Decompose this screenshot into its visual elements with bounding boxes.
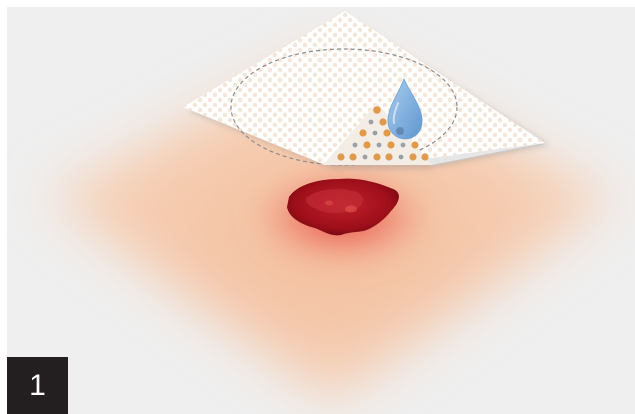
step-number-badge: 1 — [7, 357, 68, 414]
illustration-panel: 1 — [7, 7, 635, 414]
wound-dressing-illustration — [7, 7, 635, 414]
step-number: 1 — [29, 371, 46, 401]
